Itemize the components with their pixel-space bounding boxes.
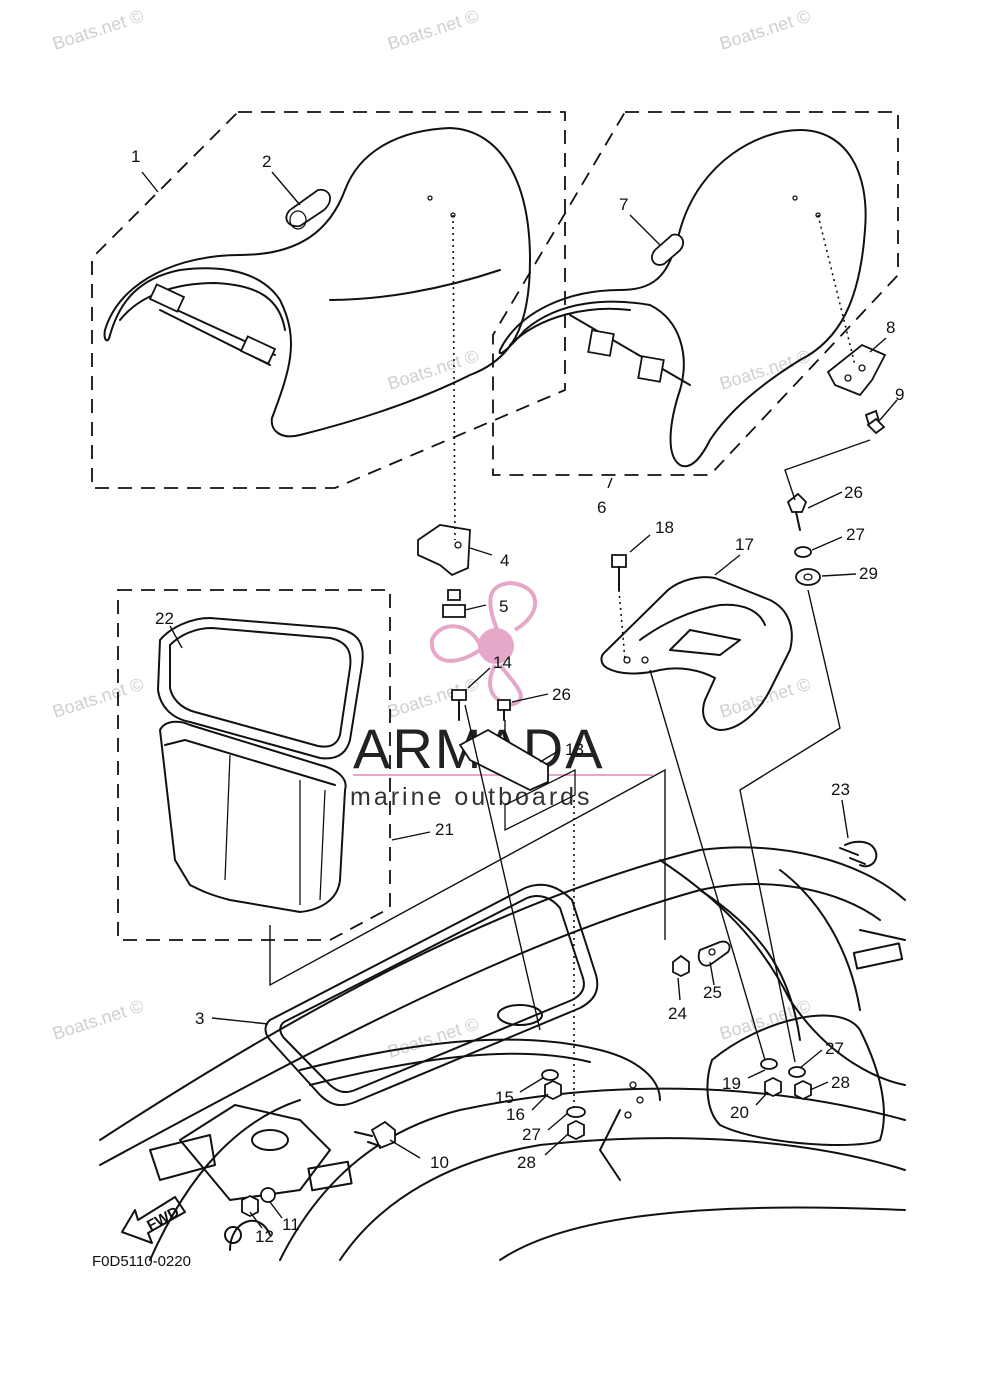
hatch-frame [264, 883, 599, 1107]
callout: 25 [703, 983, 722, 1002]
lock-plate-assembly [451, 689, 576, 832]
callout: 17 [735, 535, 754, 554]
callout: 11 [282, 1215, 300, 1234]
callout: 29 [859, 564, 878, 583]
callout: 28 [831, 1073, 850, 1092]
leader-lines [141, 171, 898, 1229]
forward-arrow-icon: FWD [121, 1196, 186, 1244]
callout: 24 [668, 1004, 687, 1023]
callout: 22 [155, 609, 174, 628]
drawing-code: F0D5110-0220 [92, 1253, 191, 1270]
callout-numbers: 1 2 3 4 5 6 7 8 9 10 11 12 13 14 15 16 1… [131, 147, 904, 1246]
watermark: Boats.net © [50, 674, 146, 722]
grab-handle [600, 554, 793, 731]
fwd-label: FWD [144, 1203, 182, 1234]
callout: 26 [844, 483, 863, 502]
callout: 2 [262, 152, 271, 171]
callout: 10 [430, 1153, 449, 1172]
callout: 6 [597, 498, 606, 517]
watermark: Boats.net © [50, 6, 146, 54]
hull-deck [99, 846, 906, 1261]
callout: 23 [831, 780, 850, 799]
storage-bin-group [117, 589, 391, 941]
callout: 14 [493, 653, 512, 672]
callout: 20 [730, 1103, 749, 1122]
callout: 27 [825, 1039, 844, 1058]
callout: 28 [517, 1153, 536, 1172]
callout: 21 [435, 820, 454, 839]
callout: 13 [565, 740, 584, 759]
callout: 18 [655, 518, 674, 537]
watermark: Boats.net © [385, 346, 481, 394]
watermark: Boats.net © [385, 6, 481, 54]
callout: 19 [722, 1074, 741, 1093]
rear-seat-group [492, 111, 899, 476]
watermark: Boats.net © [717, 346, 813, 394]
seat-lock-bracket [417, 524, 471, 618]
alignment-lines [269, 214, 871, 1110]
callout: 3 [195, 1009, 204, 1028]
callout: 12 [255, 1227, 274, 1246]
callout: 15 [495, 1088, 514, 1107]
callout: 5 [499, 597, 508, 616]
callout: 26 [552, 685, 571, 704]
armada-logo: ARMADA marine outboards [350, 580, 653, 811]
fasteners-center [241, 1069, 586, 1218]
callout: 7 [619, 195, 628, 214]
logo-tagline: marine outboards [350, 783, 593, 811]
watermark: Boats.net © [50, 996, 146, 1044]
fasteners-right [672, 492, 878, 1101]
front-seat-group [91, 111, 566, 489]
watermark: Boats.net © [717, 6, 813, 54]
callout: 9 [895, 385, 904, 404]
callout: 1 [131, 147, 140, 166]
callout: 8 [886, 318, 895, 337]
callout: 16 [506, 1105, 525, 1124]
callout: 27 [522, 1125, 541, 1144]
callout: 27 [846, 525, 865, 544]
callout: 4 [500, 551, 509, 570]
